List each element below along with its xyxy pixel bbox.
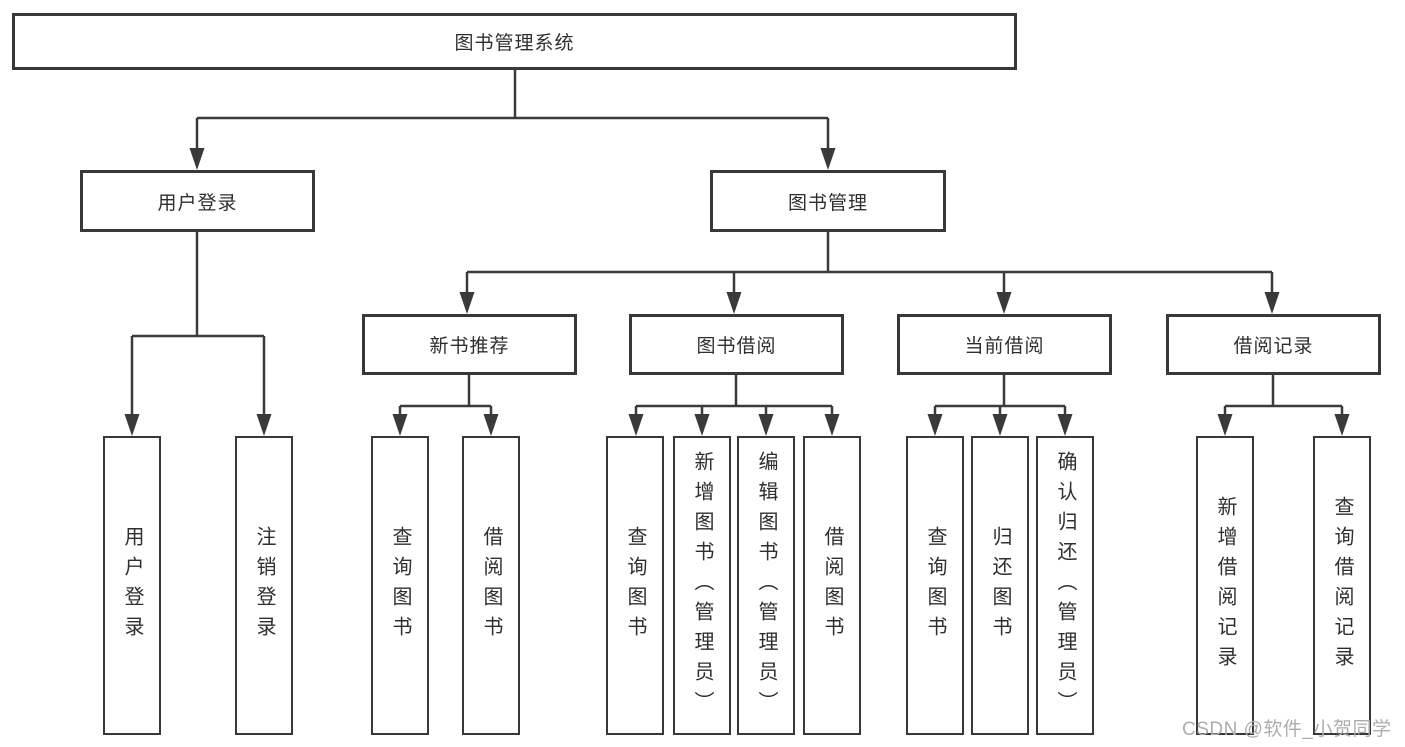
node-book-management-module: 图书管理 [710, 170, 946, 232]
leaf-query-books-1: 查询图书 [371, 436, 429, 735]
leaf-return-book: 归还图书 [971, 436, 1029, 735]
leaf-confirm-return-admin: 确认归还（管理员） [1036, 436, 1094, 735]
node-borrowing-records-label: 借阅记录 [1233, 336, 1314, 357]
leaf-add-borrow-record: 新增借阅记录 [1196, 436, 1254, 735]
node-root-system: 图书管理系统 [12, 13, 1017, 70]
node-new-book-recommend-label: 新书推荐 [429, 336, 510, 357]
node-book-management-module-label: 图书管理 [787, 192, 868, 214]
arrowheads [124, 148, 1350, 436]
leaf-borrow-books-1: 借阅图书 [462, 436, 520, 735]
node-user-login-module: 用户登录 [80, 170, 315, 232]
leaf-query-borrow-record-label: 查询借阅记录 [1331, 495, 1353, 676]
leaf-borrow-books-1-label: 借阅图书 [480, 525, 502, 646]
node-borrowing-records: 借阅记录 [1166, 314, 1381, 375]
node-user-login-module-label: 用户登录 [157, 192, 238, 214]
csdn-watermark: CSDN @软件_小贺同学 [1182, 719, 1392, 740]
node-new-book-recommend: 新书推荐 [362, 314, 577, 375]
node-current-borrowing-label: 当前借阅 [964, 336, 1045, 357]
leaf-user-login: 用户登录 [103, 436, 161, 735]
leaf-query-books-3-label: 查询图书 [924, 525, 946, 646]
leaf-return-book-label: 归还图书 [989, 525, 1011, 646]
leaf-add-book-admin-label: 新增图书（管理员） [691, 450, 713, 721]
leaf-query-borrow-record: 查询借阅记录 [1313, 436, 1371, 735]
node-root-system-label: 图书管理系统 [454, 33, 575, 54]
leaf-logout-label: 注销登录 [253, 525, 275, 646]
node-book-borrowing-label: 图书借阅 [696, 336, 777, 357]
leaf-borrow-books-2: 借阅图书 [803, 436, 861, 735]
leaf-edit-book-admin-label: 编辑图书（管理员） [755, 450, 777, 721]
leaf-query-books-1-label: 查询图书 [389, 525, 411, 646]
node-current-borrowing: 当前借阅 [897, 314, 1112, 375]
leaf-confirm-return-admin-label: 确认归还（管理员） [1054, 450, 1076, 721]
leaf-logout: 注销登录 [235, 436, 293, 735]
leaf-query-books-3: 查询图书 [906, 436, 964, 735]
leaf-add-borrow-record-label: 新增借阅记录 [1214, 495, 1236, 676]
node-book-borrowing: 图书借阅 [629, 314, 844, 375]
leaf-add-book-admin: 新增图书（管理员） [673, 436, 731, 735]
leaf-query-books-2: 查询图书 [606, 436, 664, 735]
leaf-query-books-2-label: 查询图书 [624, 525, 646, 646]
leaf-user-login-label: 用户登录 [121, 525, 143, 646]
leaf-borrow-books-2-label: 借阅图书 [821, 525, 843, 646]
leaf-edit-book-admin: 编辑图书（管理员） [737, 436, 795, 735]
